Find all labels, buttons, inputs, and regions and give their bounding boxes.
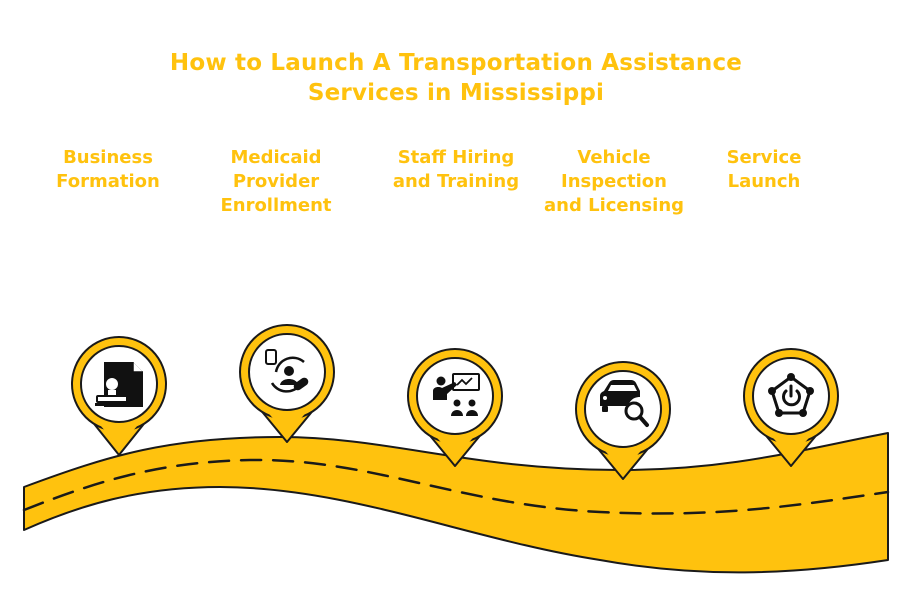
pin-service-launch (743, 348, 839, 467)
step-label-business-formation: Business Formation (56, 147, 160, 192)
step-label-medicaid-enrollment: Medicaid Provider Enrollment (220, 147, 332, 216)
step-label-staff-hiring: Staff Hiring and Training (392, 147, 520, 192)
title-line-2: Services in Mississippi (307, 80, 605, 106)
road-center-line (22, 458, 890, 515)
step-label-service-launch: Service Launch (726, 147, 802, 192)
title-line-1: How to Launch A Transportation Assistanc… (169, 50, 743, 76)
launch-network-icon (768, 373, 814, 417)
car-inspection-icon (600, 380, 649, 427)
pin-staff-hiring (407, 348, 503, 467)
patient-medication-icon (265, 349, 309, 393)
pin-vehicle-inspection (575, 361, 671, 480)
diagram-title: How to Launch A Transportation Assistanc… (0, 48, 912, 108)
road (23, 432, 889, 574)
pin-medicaid-enrollment (239, 324, 335, 443)
stamp-document-icon (95, 362, 143, 407)
step-label-vehicle-inspection: Vehicle Inspection and Licensing (543, 147, 685, 216)
pin-business-formation (71, 336, 167, 456)
presentation-training-icon (433, 373, 480, 416)
